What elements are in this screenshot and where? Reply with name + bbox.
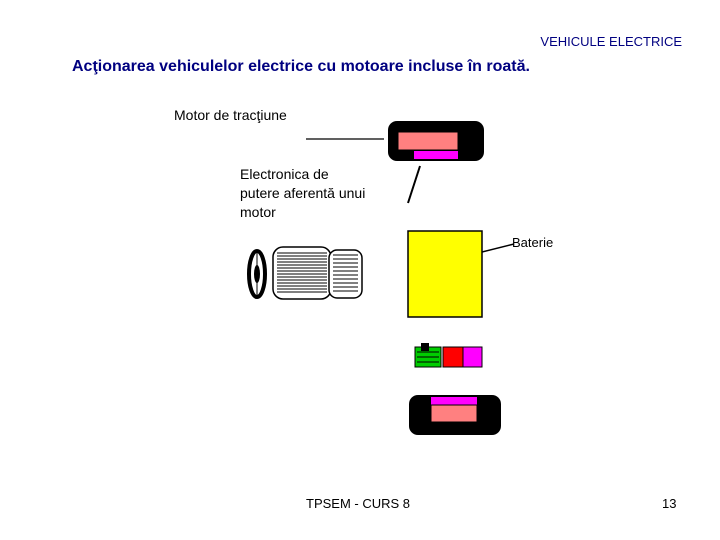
power-electronics-label-line-3: motor [240, 204, 276, 220]
controller-red-module [442, 346, 464, 368]
battery-label: Baterie [512, 235, 554, 250]
section-header: VEHICULE ELECTRICE [540, 34, 682, 49]
front-wheel [388, 121, 484, 161]
controller-magenta-module [462, 346, 483, 368]
power-electronics-label-line-1: Electronica de [240, 166, 329, 182]
front-traction-motor [397, 131, 459, 151]
rear-wheel [409, 395, 501, 435]
rear-power-electronics [431, 397, 477, 405]
power-electronics-label-line-2: putere aferentă unui [240, 185, 366, 201]
power-electronics-leader-line [407, 165, 421, 204]
front-power-electronics [414, 151, 458, 159]
battery [407, 230, 483, 318]
rear-traction-motor [430, 404, 478, 423]
central-controller [414, 343, 483, 368]
seat-icon [272, 246, 363, 300]
traction-motor-label: Motor de tracţiune [174, 107, 287, 123]
steering-wheel-icon [247, 249, 267, 299]
power-electronics-label: Electronica de putere aferentă unui moto… [240, 165, 365, 222]
page-number: 13 [662, 496, 677, 511]
slide-title: Acţionarea vehiculelor electrice cu moto… [72, 58, 530, 75]
footer-course: TPSEM - CURS 8 [306, 496, 411, 511]
